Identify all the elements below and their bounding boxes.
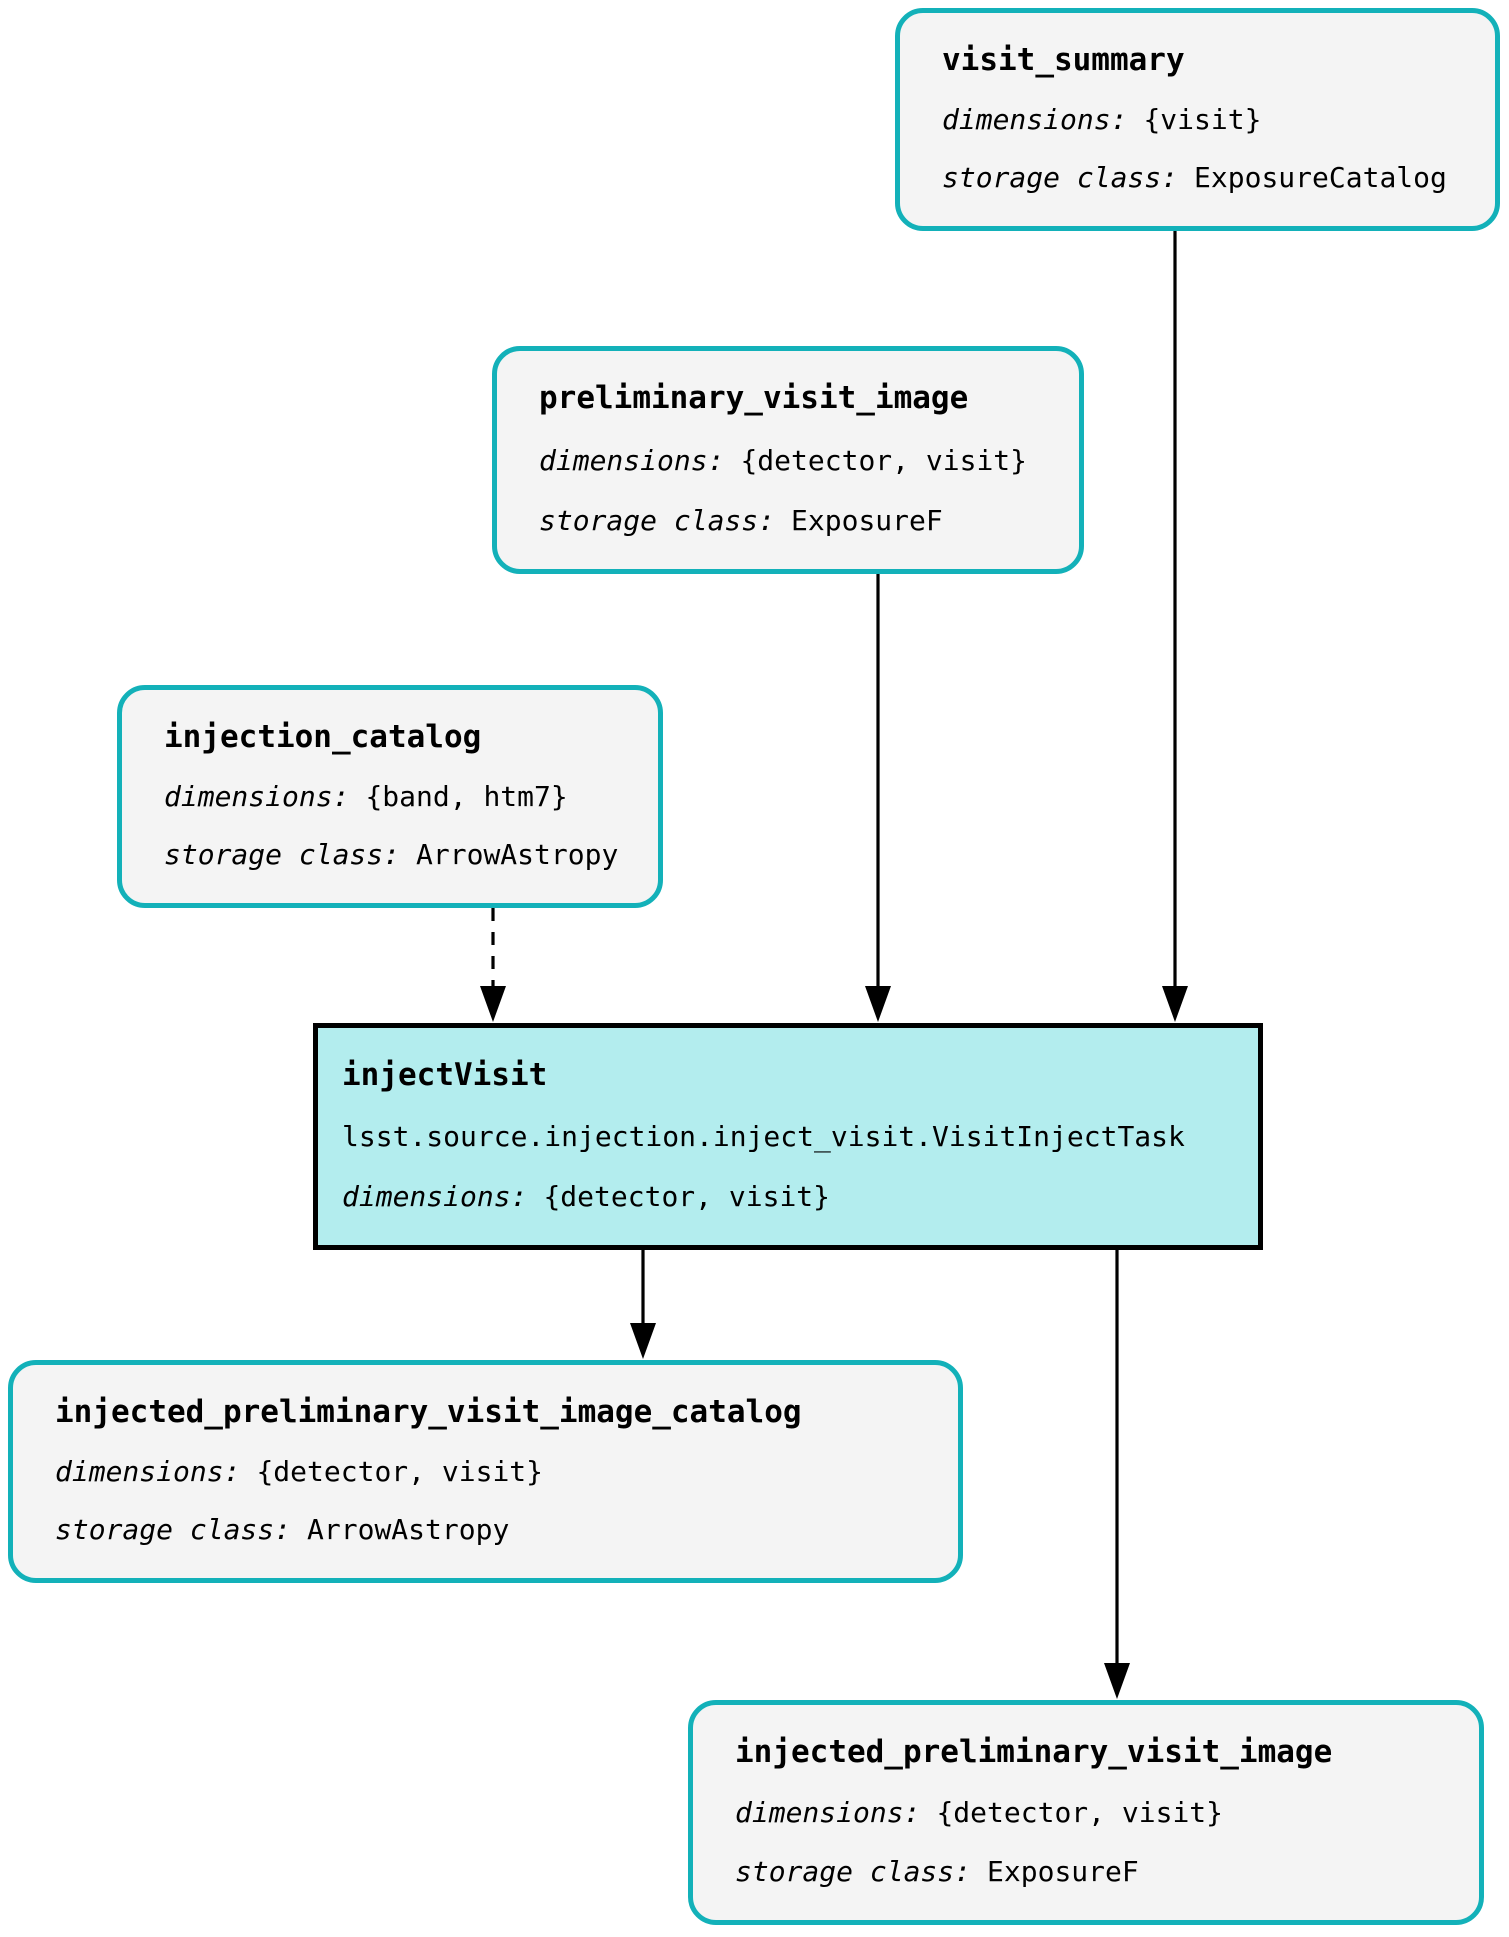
- arrowhead-icon: [1104, 1663, 1130, 1699]
- storage-class-value: ExposureF: [791, 503, 943, 537]
- node-injectvisit-task: injectVisit lsst.source.injection.inject…: [313, 1023, 1263, 1250]
- edge-injectvisit-to-injected-image: [1104, 1250, 1130, 1699]
- node-title: preliminary_visit_image: [539, 380, 969, 416]
- edge-injectvisit-to-injected-catalog: [630, 1250, 656, 1359]
- dimensions-value: {band, htm7}: [365, 780, 568, 814]
- dimensions-label: dimensions:: [55, 1455, 241, 1489]
- storage-class-value: ExposureCatalog: [1194, 160, 1447, 194]
- storage-class-label: storage class:: [164, 837, 401, 871]
- storage-class-value: ArrowAstropy: [307, 1512, 510, 1546]
- dimensions-value: {detector, visit}: [256, 1455, 544, 1489]
- node-title: visit_summary: [942, 42, 1185, 78]
- edge-injection-catalog-to-injectvisit-dashed: [480, 908, 506, 1022]
- node-title: injection_catalog: [164, 719, 482, 755]
- dimensions-label: dimensions:: [342, 1179, 528, 1213]
- node-injected-preliminary-visit-image-catalog: injected_preliminary_visit_image_catalog…: [8, 1360, 963, 1583]
- dimensions-row: dimensions: {band, htm7}: [164, 781, 618, 813]
- storage-class-value: ArrowAstropy: [416, 837, 619, 871]
- dimensions-label: dimensions:: [735, 1796, 921, 1830]
- storage-class-label: storage class:: [539, 503, 776, 537]
- dimensions-row: dimensions: {detector, visit}: [539, 443, 1039, 477]
- node-preliminary-visit-image: preliminary_visit_image dimensions: {dete…: [492, 346, 1084, 574]
- dimensions-value: {visit}: [1143, 103, 1262, 137]
- storage-class-row: storage class: ExposureCatalog: [942, 160, 1455, 194]
- dimensions-label: dimensions:: [164, 780, 350, 814]
- storage-class-row: storage class: ArrowAstropy: [164, 837, 619, 871]
- dimensions-row: dimensions: {detector, visit}: [55, 1456, 918, 1488]
- storage-class-value: ExposureF: [987, 1854, 1139, 1888]
- dimensions-row: dimensions: {detector, visit}: [735, 1797, 1439, 1829]
- dimensions-label: dimensions:: [942, 103, 1128, 137]
- storage-class-row: storage class: ExposureF: [735, 1854, 1439, 1888]
- storage-class-label: storage class:: [55, 1512, 292, 1546]
- storage-class-label: storage class:: [942, 160, 1179, 194]
- dimensions-value: {detector, visit}: [543, 1179, 831, 1213]
- arrowhead-icon: [1162, 986, 1188, 1022]
- arrowhead-icon: [630, 1323, 656, 1359]
- dimensions-label: dimensions:: [539, 443, 725, 477]
- storage-class-row: storage class: ArrowAstropy: [55, 1512, 918, 1546]
- node-visit-summary: visit_summary dimensions: {visit} storage…: [895, 8, 1500, 231]
- arrowhead-icon: [480, 986, 506, 1022]
- edge-visit-summary-to-injectvisit: [1162, 231, 1188, 1022]
- node-title: injectVisit: [342, 1057, 548, 1093]
- arrowhead-icon: [865, 986, 891, 1022]
- dimensions-row: dimensions: {detector, visit}: [342, 1179, 1234, 1213]
- task-class-value: lsst.source.injection.inject_visit.Visit…: [342, 1120, 1185, 1154]
- node-title: injected_preliminary_visit_image_catalog: [55, 1394, 802, 1430]
- node-injected-preliminary-visit-image: injected_preliminary_visit_image dimensi…: [688, 1700, 1484, 1925]
- dimensions-value: {detector, visit}: [740, 443, 1028, 477]
- storage-class-row: storage class: ExposureF: [539, 503, 1039, 537]
- task-class-row: lsst.source.injection.inject_visit.Visit…: [342, 1121, 1234, 1153]
- dimensions-row: dimensions: {visit}: [942, 104, 1455, 136]
- node-title: injected_preliminary_visit_image: [735, 1734, 1333, 1770]
- dimensions-value: {detector, visit}: [936, 1796, 1224, 1830]
- edge-preliminary-visit-image-to-injectvisit: [865, 574, 891, 1022]
- storage-class-label: storage class:: [735, 1854, 972, 1888]
- node-injection-catalog: injection_catalog dimensions: {band, htm7…: [117, 685, 663, 908]
